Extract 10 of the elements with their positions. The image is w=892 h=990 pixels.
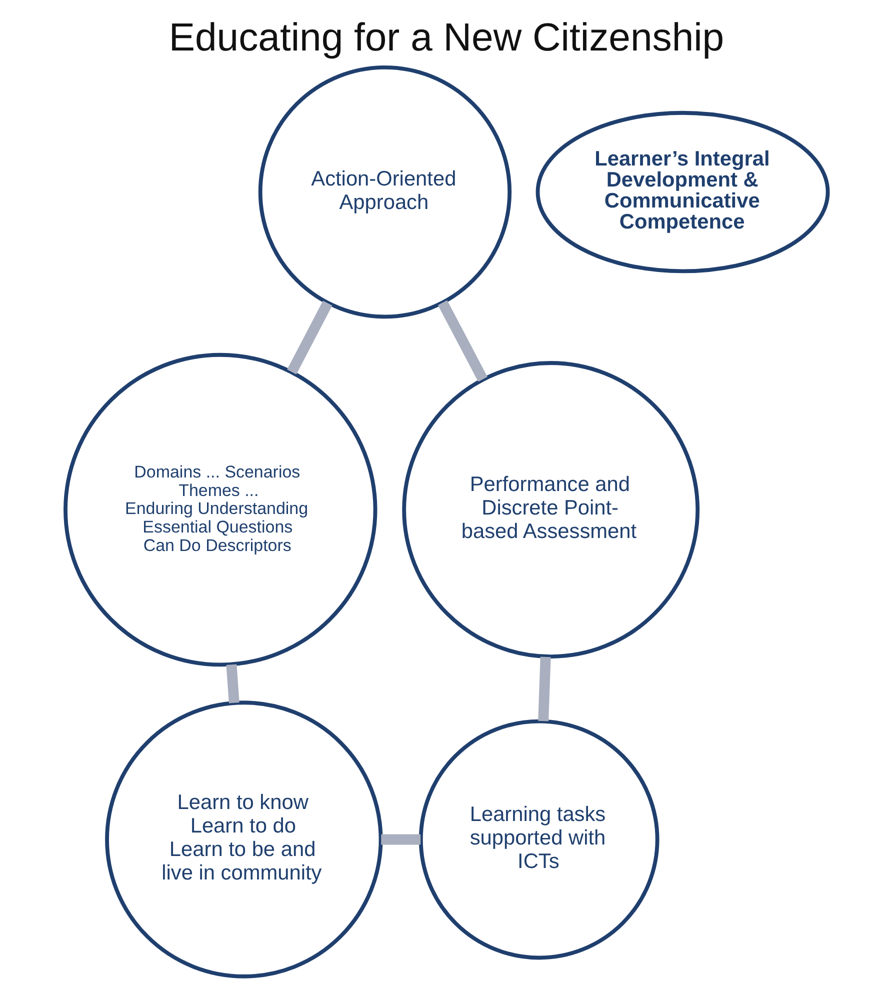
node-circle: Action-Oriented Approach [258, 65, 512, 319]
node-circle: Learn to know Learn to do Learn to be and live in community [104, 700, 382, 978]
node-circle: Learning tasks supported with ICTs [418, 719, 659, 960]
node-circle: Performance and Discrete Point-based Assessment [402, 361, 700, 658]
connector [286, 300, 332, 374]
connector [437, 300, 487, 382]
node-circle: Domains ... Scenarios Themes ... Enduring Understanding Essential Questions Can Do Descriptors [63, 352, 377, 667]
diagram-title: Educating for a New Citizenship [168, 16, 724, 60]
connector [538, 656, 550, 722]
node-ellipse: Learner’s Integral Development & Communicative Competence [535, 110, 830, 274]
